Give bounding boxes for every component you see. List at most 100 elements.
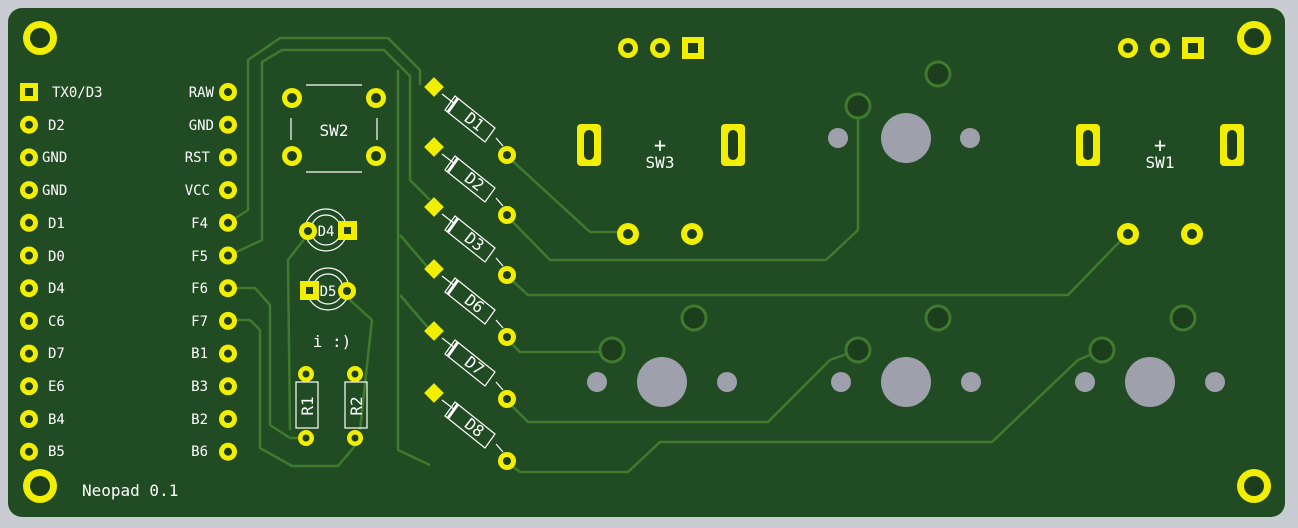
- pin-pad: [219, 311, 237, 330]
- encoder-plus: +: [654, 133, 666, 157]
- resistor-r2: R2: [344, 366, 368, 446]
- pin-pad: [219, 246, 237, 265]
- reset-switch-label: SW2: [320, 121, 349, 140]
- pro-micro-right-pads: [219, 83, 237, 461]
- reset-switch-sw2: SW2: [282, 84, 386, 173]
- led-pad: [299, 222, 317, 240]
- mounting-hole-bottom-left: [23, 469, 57, 503]
- pin-label: E6: [48, 379, 65, 395]
- smiley-silkscreen: i :): [313, 332, 352, 351]
- switch-pad: [366, 146, 386, 166]
- pin-label: F4: [191, 216, 208, 232]
- diode-pad-square: [424, 383, 444, 403]
- pin-pad: [20, 213, 38, 232]
- encoder-pad: [618, 38, 638, 58]
- mounting-hole-bottom-right: [1237, 469, 1271, 503]
- diode-pad: [498, 328, 516, 346]
- encoder-pad-square: [1182, 37, 1204, 59]
- diode-pad: [498, 206, 516, 224]
- pin-label: RST: [185, 150, 211, 166]
- pin-label: B4: [48, 412, 65, 428]
- diode-pad: [498, 266, 516, 284]
- pin-pad: [20, 246, 38, 265]
- encoder-pad: [1150, 38, 1170, 58]
- diode-pad-square: [424, 259, 444, 279]
- pin-pad: [20, 311, 38, 330]
- diode-pad-square: [424, 77, 444, 97]
- encoder-plus: +: [1154, 133, 1166, 157]
- pin-label: B3: [191, 379, 208, 395]
- pin-label: F5: [191, 249, 208, 265]
- pin-label: B2: [191, 412, 208, 428]
- left-pin-labels: TX0/D3 D2 GND GND D1 D0 D4 C6 D7 E6 B4 B…: [42, 85, 103, 460]
- pin-label: B1: [191, 346, 208, 362]
- diode-pad: [498, 390, 516, 408]
- pin-pad: [219, 115, 237, 134]
- resistor-label: R2: [347, 396, 366, 415]
- key-switch-bottom-1: [587, 304, 737, 407]
- pin-pad: [20, 377, 38, 396]
- led-label: D4: [318, 224, 335, 240]
- led-pad: [338, 282, 356, 300]
- led-d4: D4: [299, 208, 357, 252]
- led-pad-square: [338, 221, 357, 240]
- encoder-label: SW3: [646, 153, 675, 172]
- encoder-pad: [1181, 223, 1203, 245]
- encoder-sw1: + SW1: [1076, 37, 1244, 245]
- key-switch-top: [828, 60, 980, 163]
- pin-pad: [20, 344, 38, 363]
- pin-label: VCC: [185, 183, 210, 199]
- resistor-label: R1: [298, 396, 317, 415]
- pin-pad: [219, 83, 237, 101]
- diode-pad-square: [424, 197, 444, 217]
- switch-pad: [282, 146, 302, 166]
- pin-label: TX0/D3: [52, 85, 103, 101]
- pin-label: RAW: [189, 85, 215, 101]
- pin-pad: [219, 148, 237, 167]
- pin-label: B6: [191, 444, 208, 460]
- pin-label: GND: [42, 183, 67, 199]
- encoder-pad-square: [682, 37, 704, 59]
- board-title: Neopad 0.1: [82, 481, 178, 500]
- encoder-pad: [681, 223, 703, 245]
- pin-pad: [20, 115, 38, 134]
- pin-label: D7: [48, 346, 65, 362]
- pin-label: C6: [48, 314, 65, 330]
- pin-label: D1: [48, 216, 65, 232]
- right-pin-labels: RAW GND RST VCC F4 F5 F6 F7 B1 B3 B2 B6: [185, 85, 215, 460]
- encoder-pad: [650, 38, 670, 58]
- diode-pad-square: [424, 137, 444, 157]
- pin-pad: [219, 213, 237, 232]
- encoder-label: SW1: [1146, 153, 1175, 172]
- resistor-pad: [298, 366, 314, 382]
- diode-pad-square: [424, 321, 444, 341]
- switch-pad: [282, 88, 302, 108]
- pin-label: D0: [48, 249, 65, 265]
- led-d5: D5: [300, 267, 356, 311]
- resistor-pad: [298, 430, 314, 446]
- pin-label: F6: [191, 281, 208, 297]
- diode-pad: [498, 146, 516, 164]
- pin-pad: [219, 410, 237, 428]
- pin-pad: [219, 181, 237, 200]
- pin-label: GND: [42, 150, 67, 166]
- switch-pad: [366, 88, 386, 108]
- encoder-sw3: + SW3: [577, 37, 745, 245]
- pin-label: D4: [48, 281, 65, 297]
- mounting-hole-top-left: [23, 21, 57, 55]
- resistor-r1: R1: [295, 366, 319, 446]
- pin-pad: [219, 442, 237, 461]
- mounting-hole-top-right: [1237, 21, 1271, 55]
- pin-pad: [219, 377, 237, 396]
- led-label: D5: [320, 284, 337, 300]
- encoder-pad: [1118, 38, 1138, 58]
- pin-label: B5: [48, 444, 65, 460]
- pin-pad: [20, 442, 38, 461]
- pin-label: D2: [48, 118, 65, 134]
- pro-micro-left-pads: [20, 115, 38, 461]
- pin-pad: [219, 279, 237, 298]
- pin-pad: [20, 148, 38, 167]
- encoder-pad: [617, 223, 639, 245]
